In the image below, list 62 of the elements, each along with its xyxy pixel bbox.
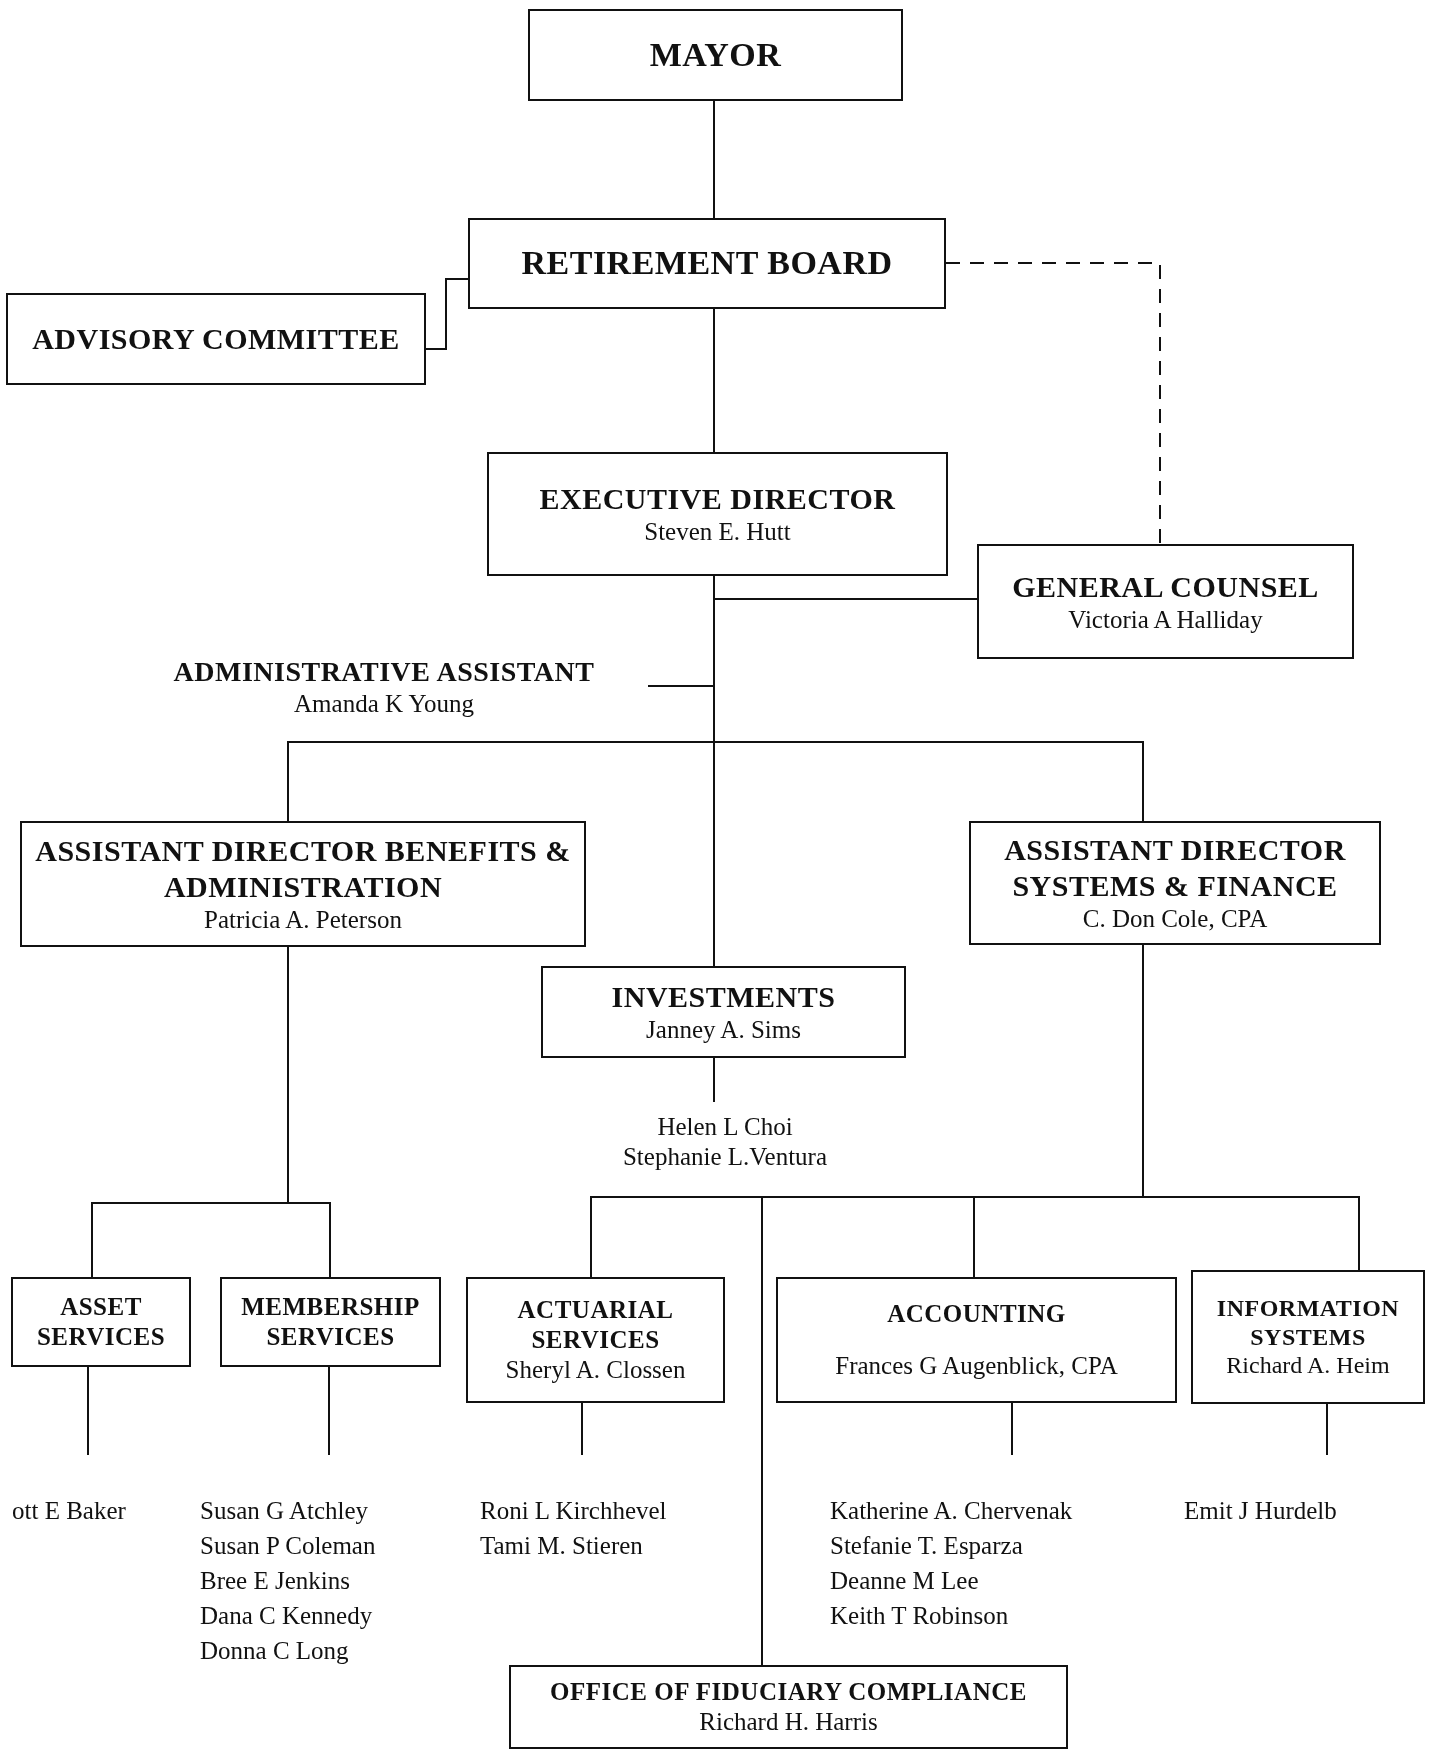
org-box <box>509 1665 1068 1749</box>
person-name: Richard A. Heim <box>1226 1351 1390 1381</box>
unit-title: INFORMATION SYSTEMS <box>1215 1293 1401 1352</box>
org-box <box>11 1277 191 1367</box>
org-box <box>528 9 903 101</box>
person-name: Steven E. Hutt <box>644 517 791 547</box>
person-name: Richard H. Harris <box>699 1707 878 1737</box>
person-name: Frances G Augenblick, CPA <box>835 1351 1118 1381</box>
unit-title: RETIREMENT BOARD <box>521 243 893 284</box>
connector-line <box>713 100 715 219</box>
person-name: ott E Baker <box>12 1496 126 1526</box>
person-name: Katherine A. Chervenak <box>830 1496 1073 1526</box>
unit-title: ASSET SERVICES <box>35 1292 167 1352</box>
unit-title: ADMINISTRATIVE ASSISTANT <box>173 655 595 689</box>
person-name: Sheryl A. Clossen <box>505 1355 686 1385</box>
unit-title: ASSISTANT DIRECTOR SYSTEMS & FINANCE <box>1003 832 1347 904</box>
person-name: Patricia A. Peterson <box>204 905 402 935</box>
org-box <box>468 218 946 309</box>
unit-title: INVESTMENTS <box>611 979 836 1015</box>
person-name: Susan G Atchley <box>200 1496 369 1526</box>
unit-title: EXECUTIVE DIRECTOR <box>539 481 896 517</box>
org-box <box>6 293 426 385</box>
person-name: Emit J Hurdelb <box>1184 1496 1337 1526</box>
org-box <box>776 1277 1177 1403</box>
unit-title: ACTUARIAL SERVICES <box>516 1295 675 1355</box>
unit-title: OFFICE OF FIDUCIARY COMPLIANCE <box>550 1677 1027 1707</box>
org-box <box>1191 1270 1425 1404</box>
person-name: Deanne M Lee <box>830 1566 979 1596</box>
person-name: Tami M. Stieren <box>480 1531 643 1561</box>
org-box <box>466 1277 725 1403</box>
person-name: Helen L Choi <box>657 1112 793 1142</box>
person-name: Bree E Jenkins <box>200 1566 350 1596</box>
person-name: Susan P Coleman <box>200 1531 376 1561</box>
connector-line <box>713 308 715 453</box>
unit-title: ACCOUNTING <box>887 1299 1066 1329</box>
person-name: Janney A. Sims <box>646 1015 801 1045</box>
person-name: Dana C Kennedy <box>200 1601 373 1631</box>
org-box <box>977 544 1354 659</box>
unit-title: MAYOR <box>649 34 782 75</box>
connector-line <box>328 1366 330 1456</box>
org-box <box>220 1277 441 1367</box>
person-name: Victoria A Halliday <box>1068 604 1263 635</box>
person-name: Stephanie L.Ventura <box>622 1142 828 1172</box>
unit-title: ADVISORY COMMITTEE <box>32 321 400 357</box>
connector-line <box>425 278 469 350</box>
person-name: Stefanie T. Esparza <box>830 1531 1023 1561</box>
person-name: Donna C Long <box>200 1636 349 1666</box>
person-name: Amanda K Young <box>294 688 474 719</box>
org-box <box>487 452 948 576</box>
unit-title: MEMBERSHIP SERVICES <box>240 1292 421 1352</box>
unit-title: ASSISTANT DIRECTOR BENEFITS & ADMINISTRATION <box>34 833 572 905</box>
person-name: Roni L Kirchhevel <box>480 1496 667 1526</box>
org-box <box>20 821 586 947</box>
org-box <box>969 821 1381 945</box>
org-box <box>541 966 906 1058</box>
unit-title: GENERAL COUNSEL <box>1012 568 1319 605</box>
person-name: Keith T Robinson <box>830 1601 1009 1631</box>
connector-line <box>87 1366 89 1456</box>
dashed-connector <box>945 262 1161 545</box>
connector-line <box>287 946 331 1278</box>
connector-line <box>713 1057 715 1103</box>
person-name: C. Don Cole, CPA <box>1082 904 1268 934</box>
